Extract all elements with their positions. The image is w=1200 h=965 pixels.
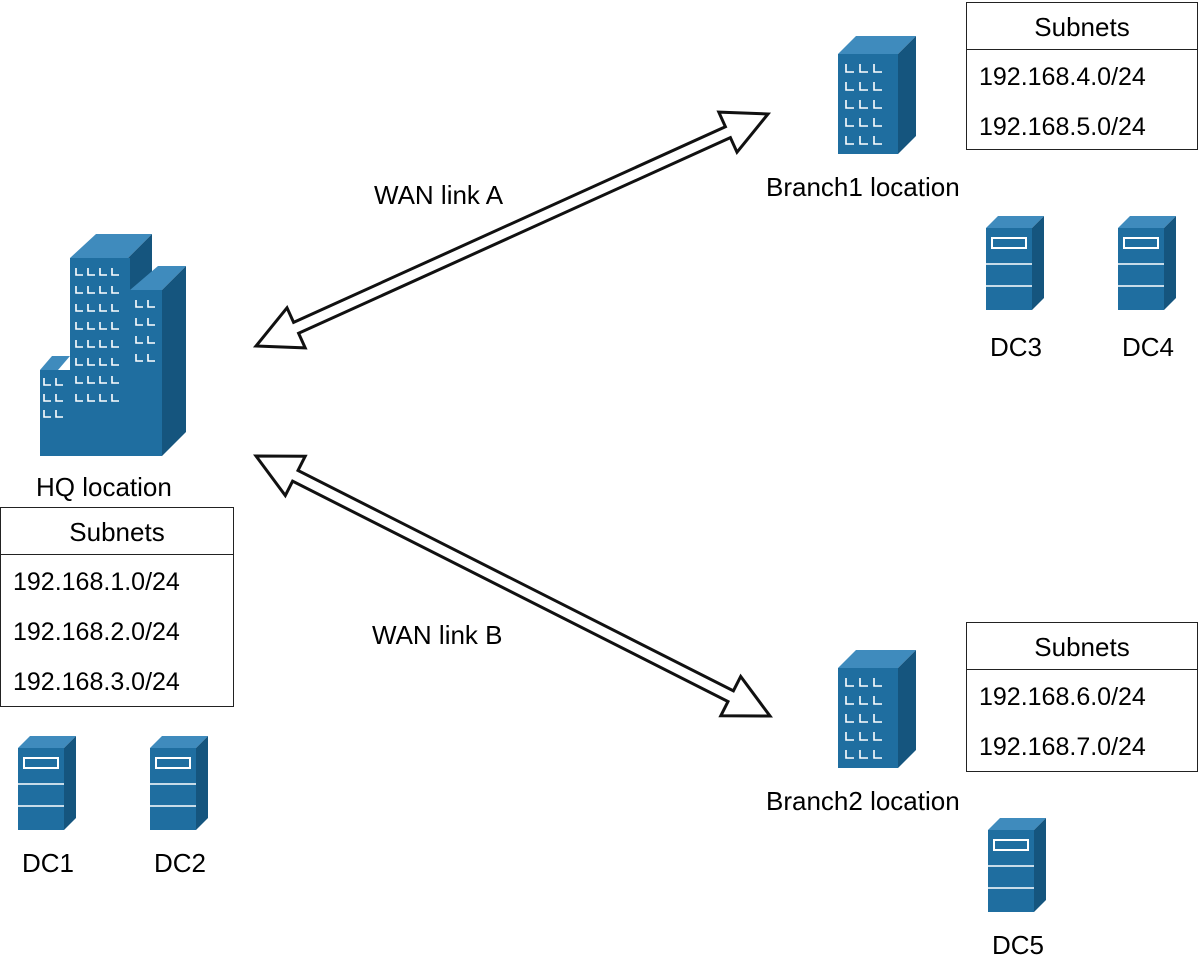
wan-link-b-arrow: [253, 454, 773, 718]
dc5-server-icon: [987, 817, 1047, 913]
branch1-subnet-row: 192.168.5.0/24: [979, 113, 1146, 141]
branch2-location-label: Branch2 location: [766, 786, 960, 816]
dc3-server-icon: [985, 215, 1045, 311]
hq-location-label: HQ location: [36, 472, 172, 502]
branch2-subnets-header: Subnets: [967, 623, 1197, 670]
dc3-label: DC3: [990, 332, 1043, 362]
branch1-subnets-table: Subnets 192.168.4.0/24 192.168.5.0/24: [966, 2, 1198, 150]
branch2-subnets-table: Subnets 192.168.6.0/24 192.168.7.0/24: [966, 622, 1198, 772]
branch1-location-label: Branch1 location: [766, 172, 960, 202]
wan-link-a-label: WAN link A: [374, 180, 504, 210]
dc1-label: DC1: [22, 848, 75, 878]
dc2-label: DC2: [154, 848, 207, 878]
hq-subnet-row: 192.168.3.0/24: [13, 668, 180, 696]
dc5-label: DC5: [992, 930, 1045, 960]
branch2-subnet-row: 192.168.6.0/24: [979, 683, 1146, 711]
hq-subnets-header: Subnets: [1, 508, 233, 555]
branch1-building-icon: [837, 35, 917, 155]
dc4-label: DC4: [1122, 332, 1175, 362]
branch1-subnet-row: 192.168.4.0/24: [979, 63, 1146, 91]
dc4-server-icon: [1117, 215, 1177, 311]
dc1-server-icon: [17, 735, 77, 831]
wan-link-b-label: WAN link B: [372, 620, 503, 650]
wan-link-a-arrow: [252, 110, 772, 350]
hq-building-icon: [40, 234, 186, 456]
hq-subnets-table: Subnets 192.168.1.0/24 192.168.2.0/24 19…: [0, 507, 234, 707]
branch2-subnet-row: 192.168.7.0/24: [979, 733, 1146, 761]
branch2-building-icon: [837, 649, 917, 769]
dc2-server-icon: [149, 735, 209, 831]
hq-subnet-row: 192.168.1.0/24: [13, 568, 180, 596]
branch1-subnets-header: Subnets: [967, 3, 1197, 50]
hq-subnet-row: 192.168.2.0/24: [13, 618, 180, 646]
